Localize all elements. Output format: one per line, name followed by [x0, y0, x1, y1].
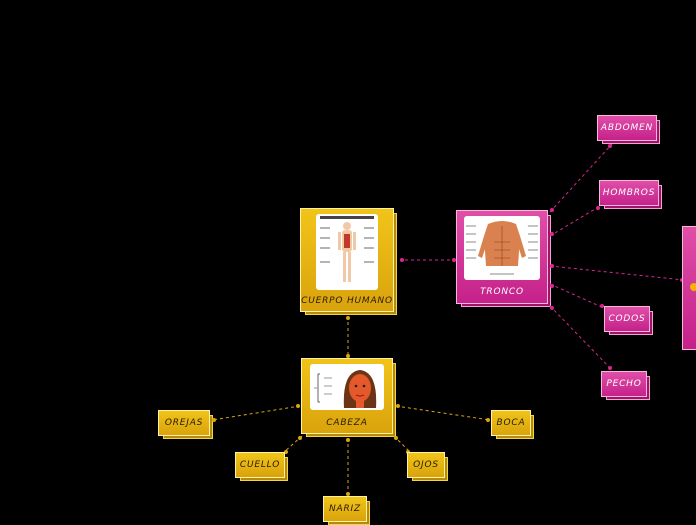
subtopic-nariz[interactable]: NARIZ — [323, 496, 370, 525]
subtopic-codos[interactable]: CODOS — [604, 306, 653, 335]
emoji-icon — [690, 283, 696, 291]
subtopic-label: HOMBROS — [602, 188, 656, 198]
subtopic-label: CUELLO — [239, 460, 281, 470]
subtopic-boca[interactable]: BOCA — [491, 410, 534, 439]
link-cabeza-cuello — [283, 435, 303, 453]
topic-label: CUERPO HUMANO — [301, 296, 393, 306]
link-tronco-pecho — [549, 305, 613, 371]
link-tronco-right — [549, 265, 685, 281]
subtopic-abdomen[interactable]: ABDOMEN — [597, 115, 660, 144]
anatomy-image — [316, 214, 378, 290]
topic-tronco[interactable]: TRONCO — [456, 210, 551, 307]
subtopic-label: PECHO — [606, 379, 642, 389]
subtopic-label: OJOS — [413, 460, 439, 470]
subtopic-label: NARIZ — [329, 504, 361, 514]
torso-image — [464, 216, 540, 280]
link-cabeza-orejas — [211, 405, 301, 421]
subtopic-orejas[interactable]: OREJAS — [158, 410, 213, 439]
head-image — [310, 364, 384, 410]
subtopic-pecho[interactable]: PECHO — [601, 371, 650, 400]
subtopic-label: ABDOMEN — [600, 123, 654, 133]
link-tronco-hombros — [549, 205, 601, 237]
subtopic-label: CODOS — [608, 314, 646, 324]
link-cabeza-boca — [395, 405, 491, 421]
topic-label: CABEZA — [326, 418, 368, 428]
link-tronco-codos — [549, 283, 605, 309]
link-cabeza-ojos — [393, 435, 411, 453]
subtopic-label: OREJAS — [164, 418, 204, 428]
topic-label: TRONCO — [480, 287, 524, 297]
subtopic-hombros[interactable]: HOMBROS — [599, 180, 662, 209]
subtopic-label: BOCA — [496, 418, 526, 428]
subtopic-cuello[interactable]: CUELLO — [235, 452, 288, 481]
topic-cuerpo-humano[interactable]: CUERPO HUMANO — [300, 208, 397, 315]
topic-offscreen-right[interactable] — [682, 226, 696, 350]
topic-cabeza[interactable]: CABEZA — [301, 358, 396, 437]
subtopic-ojos[interactable]: OJOS — [407, 452, 448, 481]
